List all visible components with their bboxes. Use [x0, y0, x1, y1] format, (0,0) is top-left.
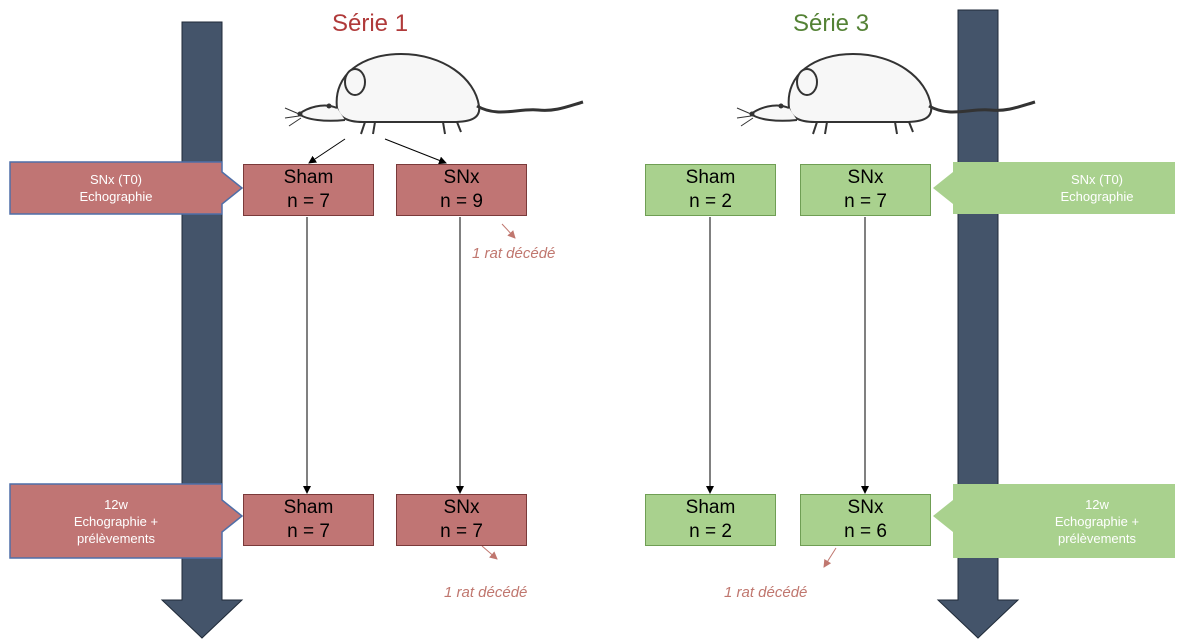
serie1-end-label-line2: Echographie + [73, 513, 159, 529]
serie1-end-label-arrow [9, 483, 244, 559]
serie3-end-sham-box: Sham n = 2 [645, 494, 776, 546]
branch-arrow-snx [384, 138, 447, 165]
group-count: n = 7 [287, 521, 330, 542]
serie3-end-label-line3: prélèvements [1057, 530, 1137, 546]
group-count: n = 7 [440, 521, 483, 542]
serie3-death-note: 1 rat décédé [724, 584, 808, 601]
group-name: SNx [443, 167, 480, 188]
rat-icon-serie1 [283, 52, 585, 136]
serie1-t0-label-line1: SNx (T0) [90, 172, 142, 187]
serie3-end-label-line2: Echographie + [1054, 513, 1140, 529]
serie1-t0-sham-box: Sham n = 7 [243, 164, 374, 216]
group-name: SNx [847, 497, 884, 518]
serie3-t0-label-line1: SNx (T0) [1071, 172, 1123, 187]
serie1-t0-label: SNx (T0) Echographie [11, 163, 221, 213]
serie1-t0-label-arrow [9, 161, 244, 215]
serie1-death-note-2: 1 rat décédé [444, 584, 528, 601]
serie1-end-label-line3: prélèvements [76, 530, 156, 546]
group-count: n = 6 [844, 521, 887, 542]
group-name: Sham [283, 497, 334, 518]
serie3-t0-sham-box: Sham n = 2 [645, 164, 776, 216]
branch-arrow-sham [308, 138, 346, 164]
serie1-t0-label-line2: Echographie [79, 189, 153, 204]
serie3-end-label: 12w Echographie + prélèvements [1020, 485, 1174, 557]
serie3-end-snx-box: SNx n = 6 [800, 494, 931, 546]
serie3-end-label-arrow [933, 484, 1175, 558]
serie1-end-label-line1: 12w [104, 496, 128, 512]
serie1-end-sham-box: Sham n = 7 [243, 494, 374, 546]
death-pointer-3 [823, 547, 837, 568]
group-name: SNx [443, 497, 480, 518]
serie1-t0-snx-box: SNx n = 9 [396, 164, 527, 216]
serie3-t0-label-line2: Echographie [1060, 189, 1134, 204]
serie3-title: Série 3 [793, 10, 870, 37]
group-name: Sham [685, 167, 736, 188]
serie3-t0-label-arrow [933, 162, 1175, 214]
group-count: n = 7 [844, 191, 887, 212]
death-pointer-1 [501, 223, 516, 239]
group-name: Sham [283, 167, 334, 188]
serie3-t0-label: SNx (T0) Echographie [1020, 163, 1174, 213]
group-name: SNx [847, 167, 884, 188]
serie3-t0-snx-box: SNx n = 7 [800, 164, 931, 216]
group-count: n = 7 [287, 191, 330, 212]
serie1-title: Série 1 [332, 10, 409, 37]
group-name: Sham [685, 497, 736, 518]
serie3-end-label-line1: 12w [1085, 496, 1109, 512]
serie1-death-note-1: 1 rat décédé [472, 245, 556, 262]
serie1-end-snx-box: SNx n = 7 [396, 494, 527, 546]
serie1-end-label: 12w Echographie + prélèvements [11, 485, 221, 557]
group-count: n = 9 [440, 191, 483, 212]
group-count: n = 2 [689, 191, 732, 212]
group-count: n = 2 [689, 521, 732, 542]
death-pointer-2 [481, 545, 498, 560]
